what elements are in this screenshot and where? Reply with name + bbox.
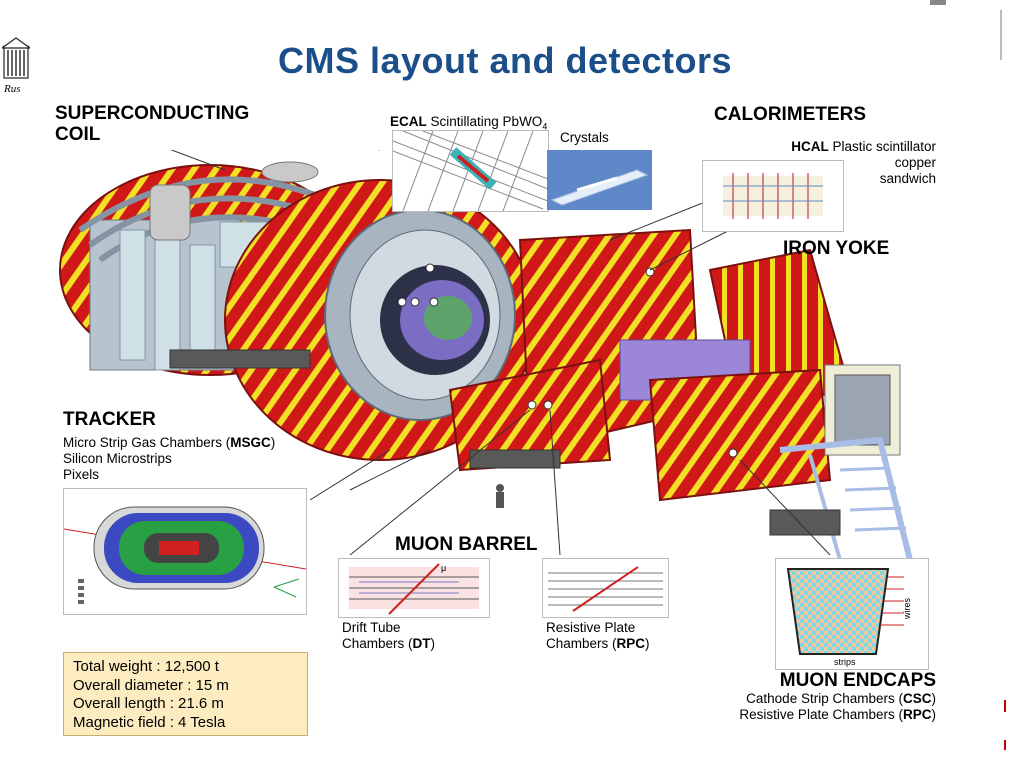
person-figure	[496, 484, 504, 508]
label-drift-tube: Drift Tube Chambers (DT)	[342, 620, 436, 651]
label-hcal: HCAL Plastic scintillator copper sandwic…	[791, 139, 936, 186]
spec-overall-diameter: Overall diameter : 15 m	[73, 676, 229, 694]
label-iron-yoke: IRON YOKE	[783, 238, 890, 259]
spec-total-weight: Total weight : 12,500 t	[73, 658, 219, 675]
tracker-inset	[63, 488, 307, 615]
page-title: CMS layout and detectors	[277, 40, 733, 81]
spec-magnetic-field: Magnetic field : 4 Tesla	[73, 713, 226, 731]
spec-overall-length: Overall length : 21.6 m	[73, 695, 224, 712]
rpc-barrel-inset	[542, 558, 669, 618]
ecal-inset	[392, 130, 549, 212]
leader-lines	[170, 150, 831, 556]
edge-mark	[1004, 700, 1006, 712]
building-logo-icon	[2, 37, 30, 79]
label-tracker: TRACKER Micro Strip Gas Chambers (MSGC) …	[63, 409, 276, 482]
hcal-inset	[702, 160, 844, 232]
label-muon-endcaps: MUON ENDCAPS Cathode Strip Chambers (CSC…	[739, 670, 936, 722]
logo-caption: Rus	[4, 83, 21, 95]
cms-detector-illustration	[59, 150, 913, 560]
label-superconducting-coil: SUPERCONDUCTING COIL	[55, 103, 250, 145]
endcap-section	[619, 248, 901, 502]
label-calorimeters: CALORIMETERS	[714, 104, 866, 125]
spec-box: Total weight : 12,500 t Overall diameter…	[63, 652, 308, 736]
edge-mark	[1000, 10, 1002, 60]
label-ecal-crystals: Crystals	[560, 130, 609, 145]
support-structure	[169, 349, 913, 560]
corner-mark	[930, 0, 946, 5]
label-muon-barrel: MUON BARREL	[395, 534, 538, 555]
ecal-crystal-photo	[547, 150, 652, 210]
label-ecal: ECAL Scintillating PbWO4	[390, 114, 548, 132]
csc-strips-label: strips	[834, 657, 856, 667]
edge-mark	[1004, 740, 1006, 750]
drift-tube-inset: μ	[338, 558, 490, 618]
label-rpc-barrel: Resistive Plate Chambers (RPC)	[546, 620, 650, 651]
muon-symbol: μ	[441, 563, 446, 573]
csc-inset: wires strips	[775, 558, 929, 670]
csc-wires-label: wires	[902, 597, 912, 620]
